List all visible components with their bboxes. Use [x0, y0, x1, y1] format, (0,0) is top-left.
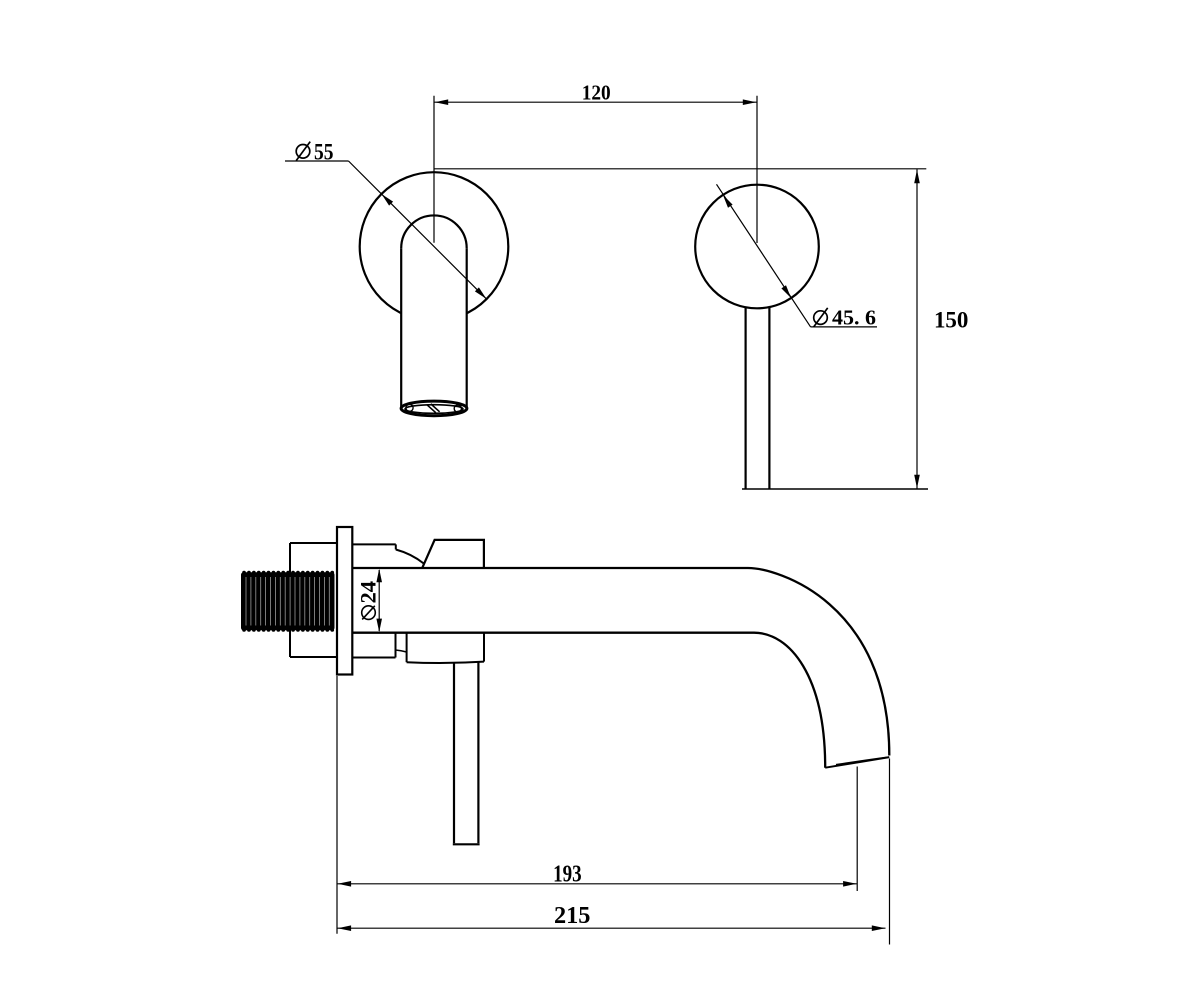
svg-text:55: 55	[314, 139, 334, 164]
svg-text:24: 24	[356, 581, 381, 604]
svg-text:150: 150	[934, 308, 969, 334]
svg-text:193: 193	[553, 860, 582, 887]
svg-text:120: 120	[582, 81, 611, 105]
svg-text:45. 6: 45. 6	[832, 306, 876, 330]
svg-text:215: 215	[554, 902, 591, 929]
